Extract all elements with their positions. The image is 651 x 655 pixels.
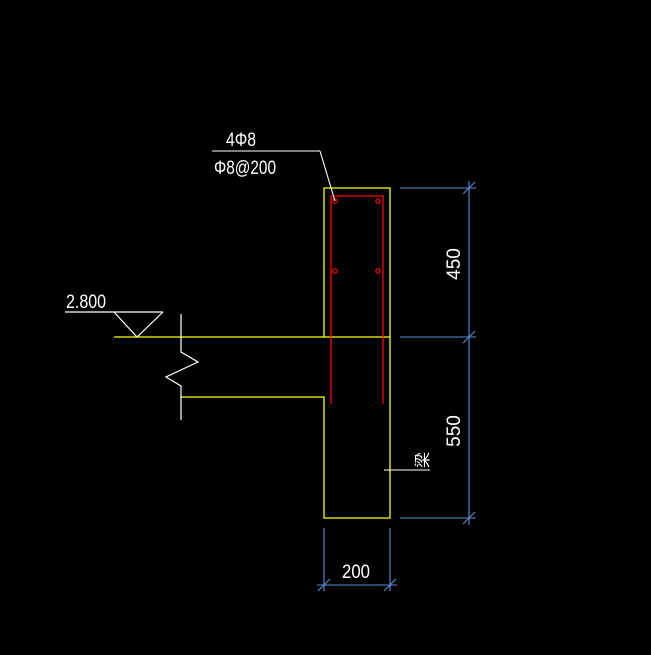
rebar-dot — [375, 268, 381, 274]
rebar-dots — [332, 198, 381, 274]
rebar-leader — [212, 150, 336, 202]
elevation-marker — [65, 311, 164, 338]
dim-width-label: 200 — [342, 562, 370, 583]
beam-label: 梁 — [414, 452, 432, 468]
dim-lower-label: 550 — [444, 415, 465, 447]
rebar-dot — [332, 198, 338, 204]
dim-upper-label: 450 — [444, 248, 465, 280]
break-line — [164, 314, 200, 420]
rebar-cage — [330, 195, 384, 404]
horizontal-dimension — [317, 528, 397, 592]
concrete-outline — [114, 187, 391, 519]
vertical-dimensions — [400, 181, 476, 525]
rebar-main-label: 4Φ8 — [226, 130, 256, 151]
elevation-label: 2.800 — [66, 292, 106, 313]
rebar-dot — [332, 268, 338, 274]
upstand-outline — [323, 187, 391, 337]
rebar-dot — [375, 198, 381, 204]
stirrup-label: Φ8@200 — [214, 158, 276, 179]
stirrup-bar — [330, 195, 384, 404]
beam-outline — [181, 337, 391, 519]
